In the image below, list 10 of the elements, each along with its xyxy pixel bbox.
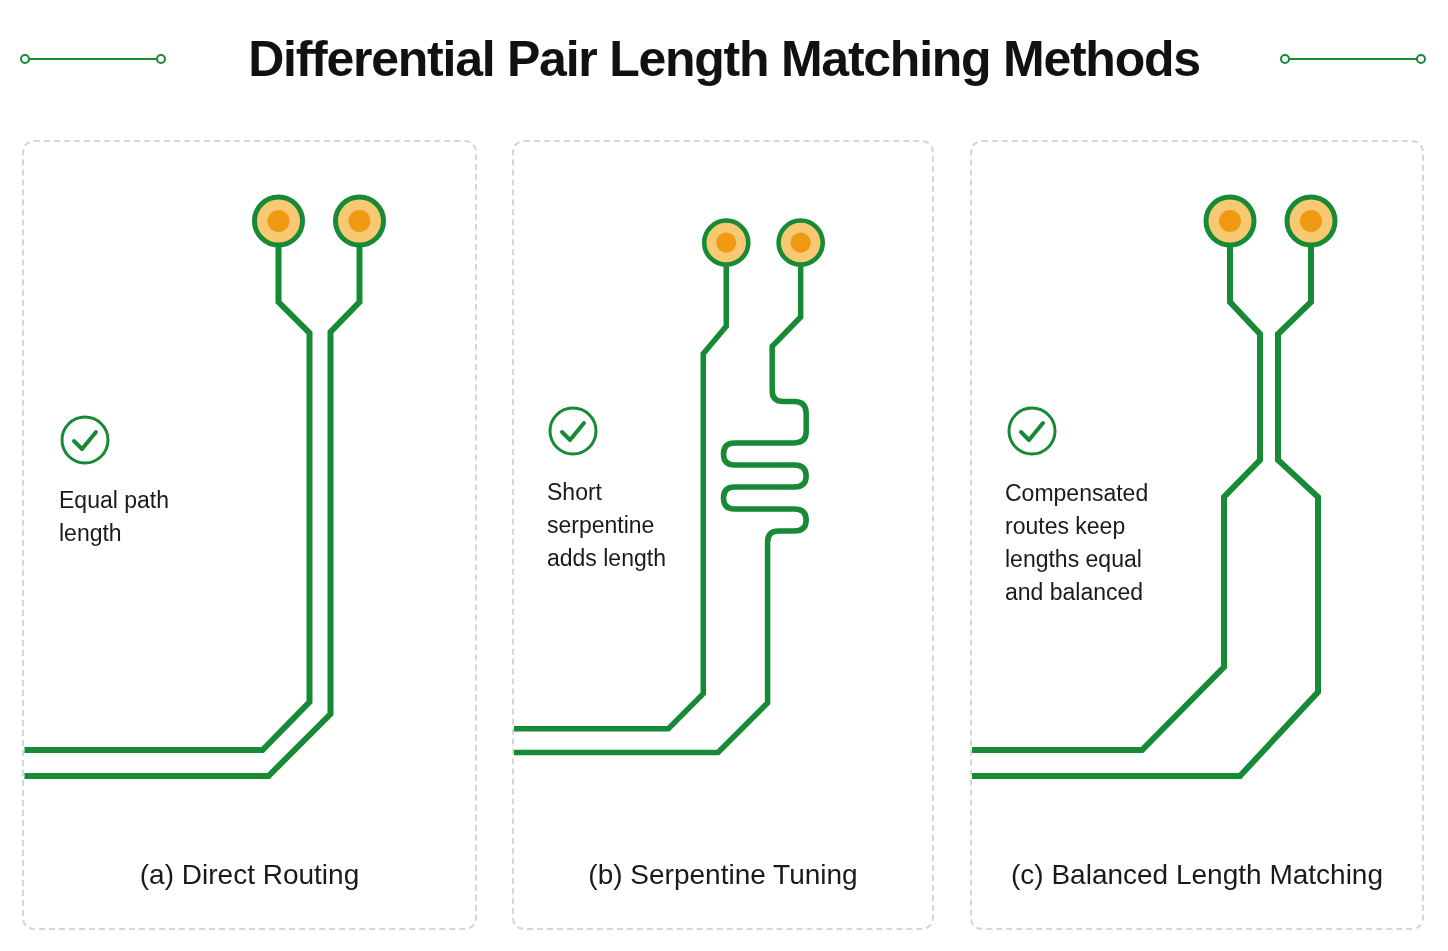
panel-caption: (b) Serpentine Tuning: [587, 858, 859, 892]
panel-card: [970, 140, 1424, 930]
panel-card: [512, 140, 934, 930]
panel-card: [22, 140, 477, 930]
panel-caption: (c) Balanced Length Matching: [1010, 858, 1384, 892]
title: Differential Pair Length Matching Methods: [247, 30, 1201, 89]
note-text: Compensated routes keep lengths equal and balanced: [1005, 479, 1150, 607]
note-text: Equal path length: [59, 486, 170, 548]
panel-caption: (a) Direct Routing: [138, 858, 361, 892]
note-text: Short serpentine adds length: [547, 478, 667, 573]
